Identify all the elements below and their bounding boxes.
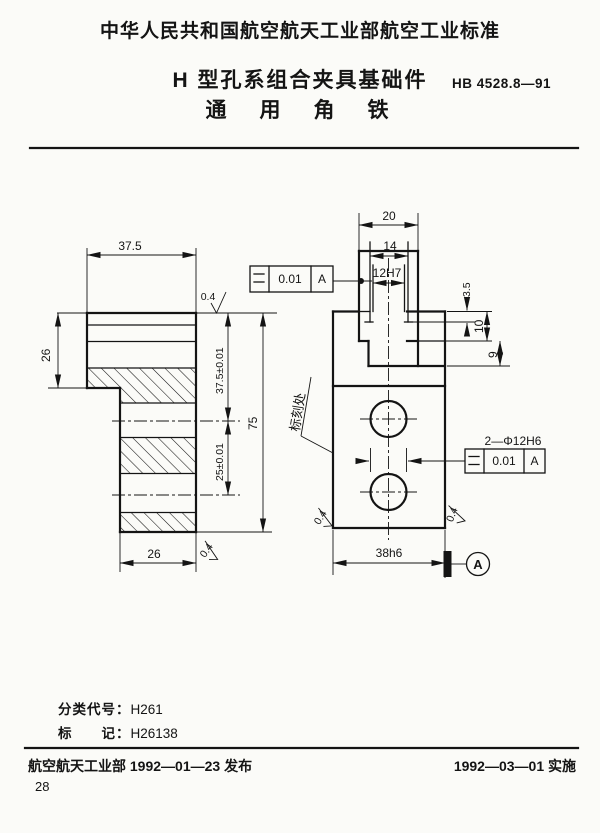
dim-top-width: 37.5 [118, 239, 142, 253]
dim-first-hole-offset: 37.5±0.01 [214, 347, 226, 394]
parallelism-icon [253, 273, 265, 283]
hole-lower [369, 472, 408, 512]
tolerance-side-value: 0.01 [492, 454, 516, 468]
marking-code: H26138 [130, 726, 178, 741]
marking-row: 标 记：H26138 [58, 722, 178, 742]
hole-callout: 2—Φ12H6 [355, 434, 542, 472]
standard-org-line: 中华人民共和国航空航天工业部航空工业标准 [99, 21, 500, 42]
hatch-areas [87, 368, 196, 532]
classification-row: 分类代号：H261 [58, 698, 163, 718]
dim-below-depth: 9 [486, 351, 500, 358]
left-view-outline [85, 311, 198, 534]
finish-left-value: 0.4 [312, 508, 330, 527]
dim-tongue-width: 20 [382, 209, 396, 223]
left-view-extension-lines [48, 248, 277, 572]
dim-undercut-width: 14 [383, 239, 397, 253]
marking-label: 标 记： [58, 726, 131, 741]
hole-callout-text: 2—Φ12H6 [485, 434, 542, 448]
marking-note: 标刻处 [287, 376, 334, 454]
dim-hole-spacing: 25±0.01 [214, 443, 226, 481]
right-view-outline [331, 310, 447, 530]
marking-note-text: 标刻处 [287, 392, 308, 433]
implemented-line: 1992—03—01 实施 [453, 758, 576, 774]
dim-undercut-height: 3.5 [461, 282, 473, 297]
dim-flange-height: 26 [39, 348, 53, 362]
dim-total-height: 75 [246, 416, 260, 430]
standard-number: HB 4528.8—91 [452, 76, 552, 91]
left-view-dimensions: 37.5 26 37.5±0.01 25±0.01 75 26 [39, 239, 267, 567]
finish-mark-top: 0.4 [201, 291, 227, 315]
tolerance-frame-top: 0.01 A [249, 265, 372, 293]
right-view-slot [357, 213, 447, 368]
finish-right-value: 0.4 [444, 506, 461, 524]
finish-bottom-value: 0.4 [198, 541, 216, 560]
tolerance-frame-side: 0.01 A [464, 448, 546, 474]
right-view-extension-lines [332, 311, 510, 578]
tolerance-top-datum: A [318, 272, 326, 286]
classification-code: H261 [130, 702, 163, 717]
right-view: 20 14 12H7 3.5 10 9 38h6 [287, 209, 546, 578]
page-number: 28 [35, 779, 50, 794]
left-view-section: 37.5 26 37.5±0.01 25±0.01 75 26 0.4 0.4 [39, 239, 277, 572]
finish-top-value: 0.4 [201, 291, 216, 303]
tolerance-top-value: 0.01 [278, 272, 302, 286]
finish-mark-bottom: 0.4 [198, 540, 219, 560]
dim-body-width: 38h6 [376, 546, 403, 560]
datum-bubble-label: A [473, 557, 483, 572]
tolerance-side-datum: A [530, 454, 538, 468]
dim-slot-depth: 10 [472, 319, 486, 333]
parallelism-icon [468, 455, 480, 466]
classification-label: 分类代号： [58, 702, 131, 717]
hole-upper [369, 399, 408, 439]
standard-title: H 型孔系组合夹具基础件 [172, 69, 428, 92]
dim-slot-width: 12H7 [373, 266, 402, 280]
issued-line: 航空航天工业部 1992—01—23 发布 [28, 758, 253, 774]
finish-mark-right-view-right: 0.4 [444, 505, 466, 524]
right-view-dimensions: 20 14 12H7 3.5 10 9 38h6 [332, 209, 504, 567]
dim-bottom-width: 26 [147, 547, 161, 561]
datum-target: A [443, 551, 491, 577]
standard-subtitle: 通 用 角 铁 [205, 99, 395, 122]
